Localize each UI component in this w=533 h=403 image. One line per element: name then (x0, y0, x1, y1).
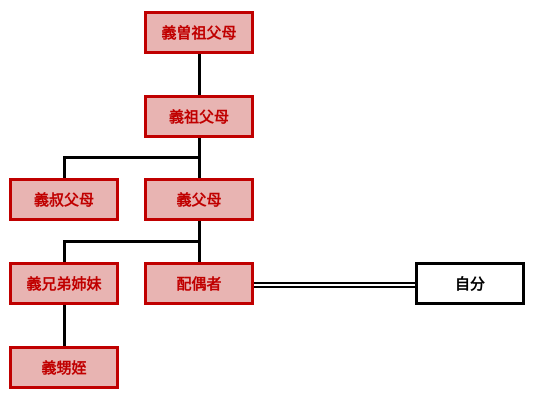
node-great-grandparents[interactable]: 義曽祖父母 (144, 11, 254, 54)
node-siblings[interactable]: 義兄弟姉妹 (9, 262, 119, 305)
connector-great-grandparents-grandparents (198, 54, 201, 95)
node-label: 配偶者 (176, 275, 222, 293)
connector-generation-bar-2 (63, 240, 201, 243)
connector-uncle-aunt-drop (63, 156, 66, 178)
node-label: 義兄弟姉妹 (26, 275, 102, 293)
node-spouse[interactable]: 配偶者 (144, 262, 254, 305)
node-label: 義父母 (176, 191, 222, 209)
node-label: 義甥姪 (41, 359, 87, 377)
node-grandparents[interactable]: 義祖父母 (144, 95, 254, 138)
node-parents[interactable]: 義父母 (144, 178, 254, 221)
node-uncle-aunt[interactable]: 義叔父母 (9, 178, 119, 221)
connector-siblings-nephew (63, 305, 66, 346)
connector-generation-bar-1 (63, 156, 201, 159)
marriage-double-line (252, 282, 418, 288)
node-label: 自分 (454, 275, 485, 293)
connector-siblings-drop (63, 240, 66, 262)
node-label: 義叔父母 (33, 191, 94, 209)
node-label: 義祖父母 (168, 108, 229, 126)
node-nephew-niece[interactable]: 義甥姪 (9, 346, 119, 389)
node-label: 義曽祖父母 (161, 24, 237, 42)
node-self[interactable]: 自分 (415, 262, 525, 305)
